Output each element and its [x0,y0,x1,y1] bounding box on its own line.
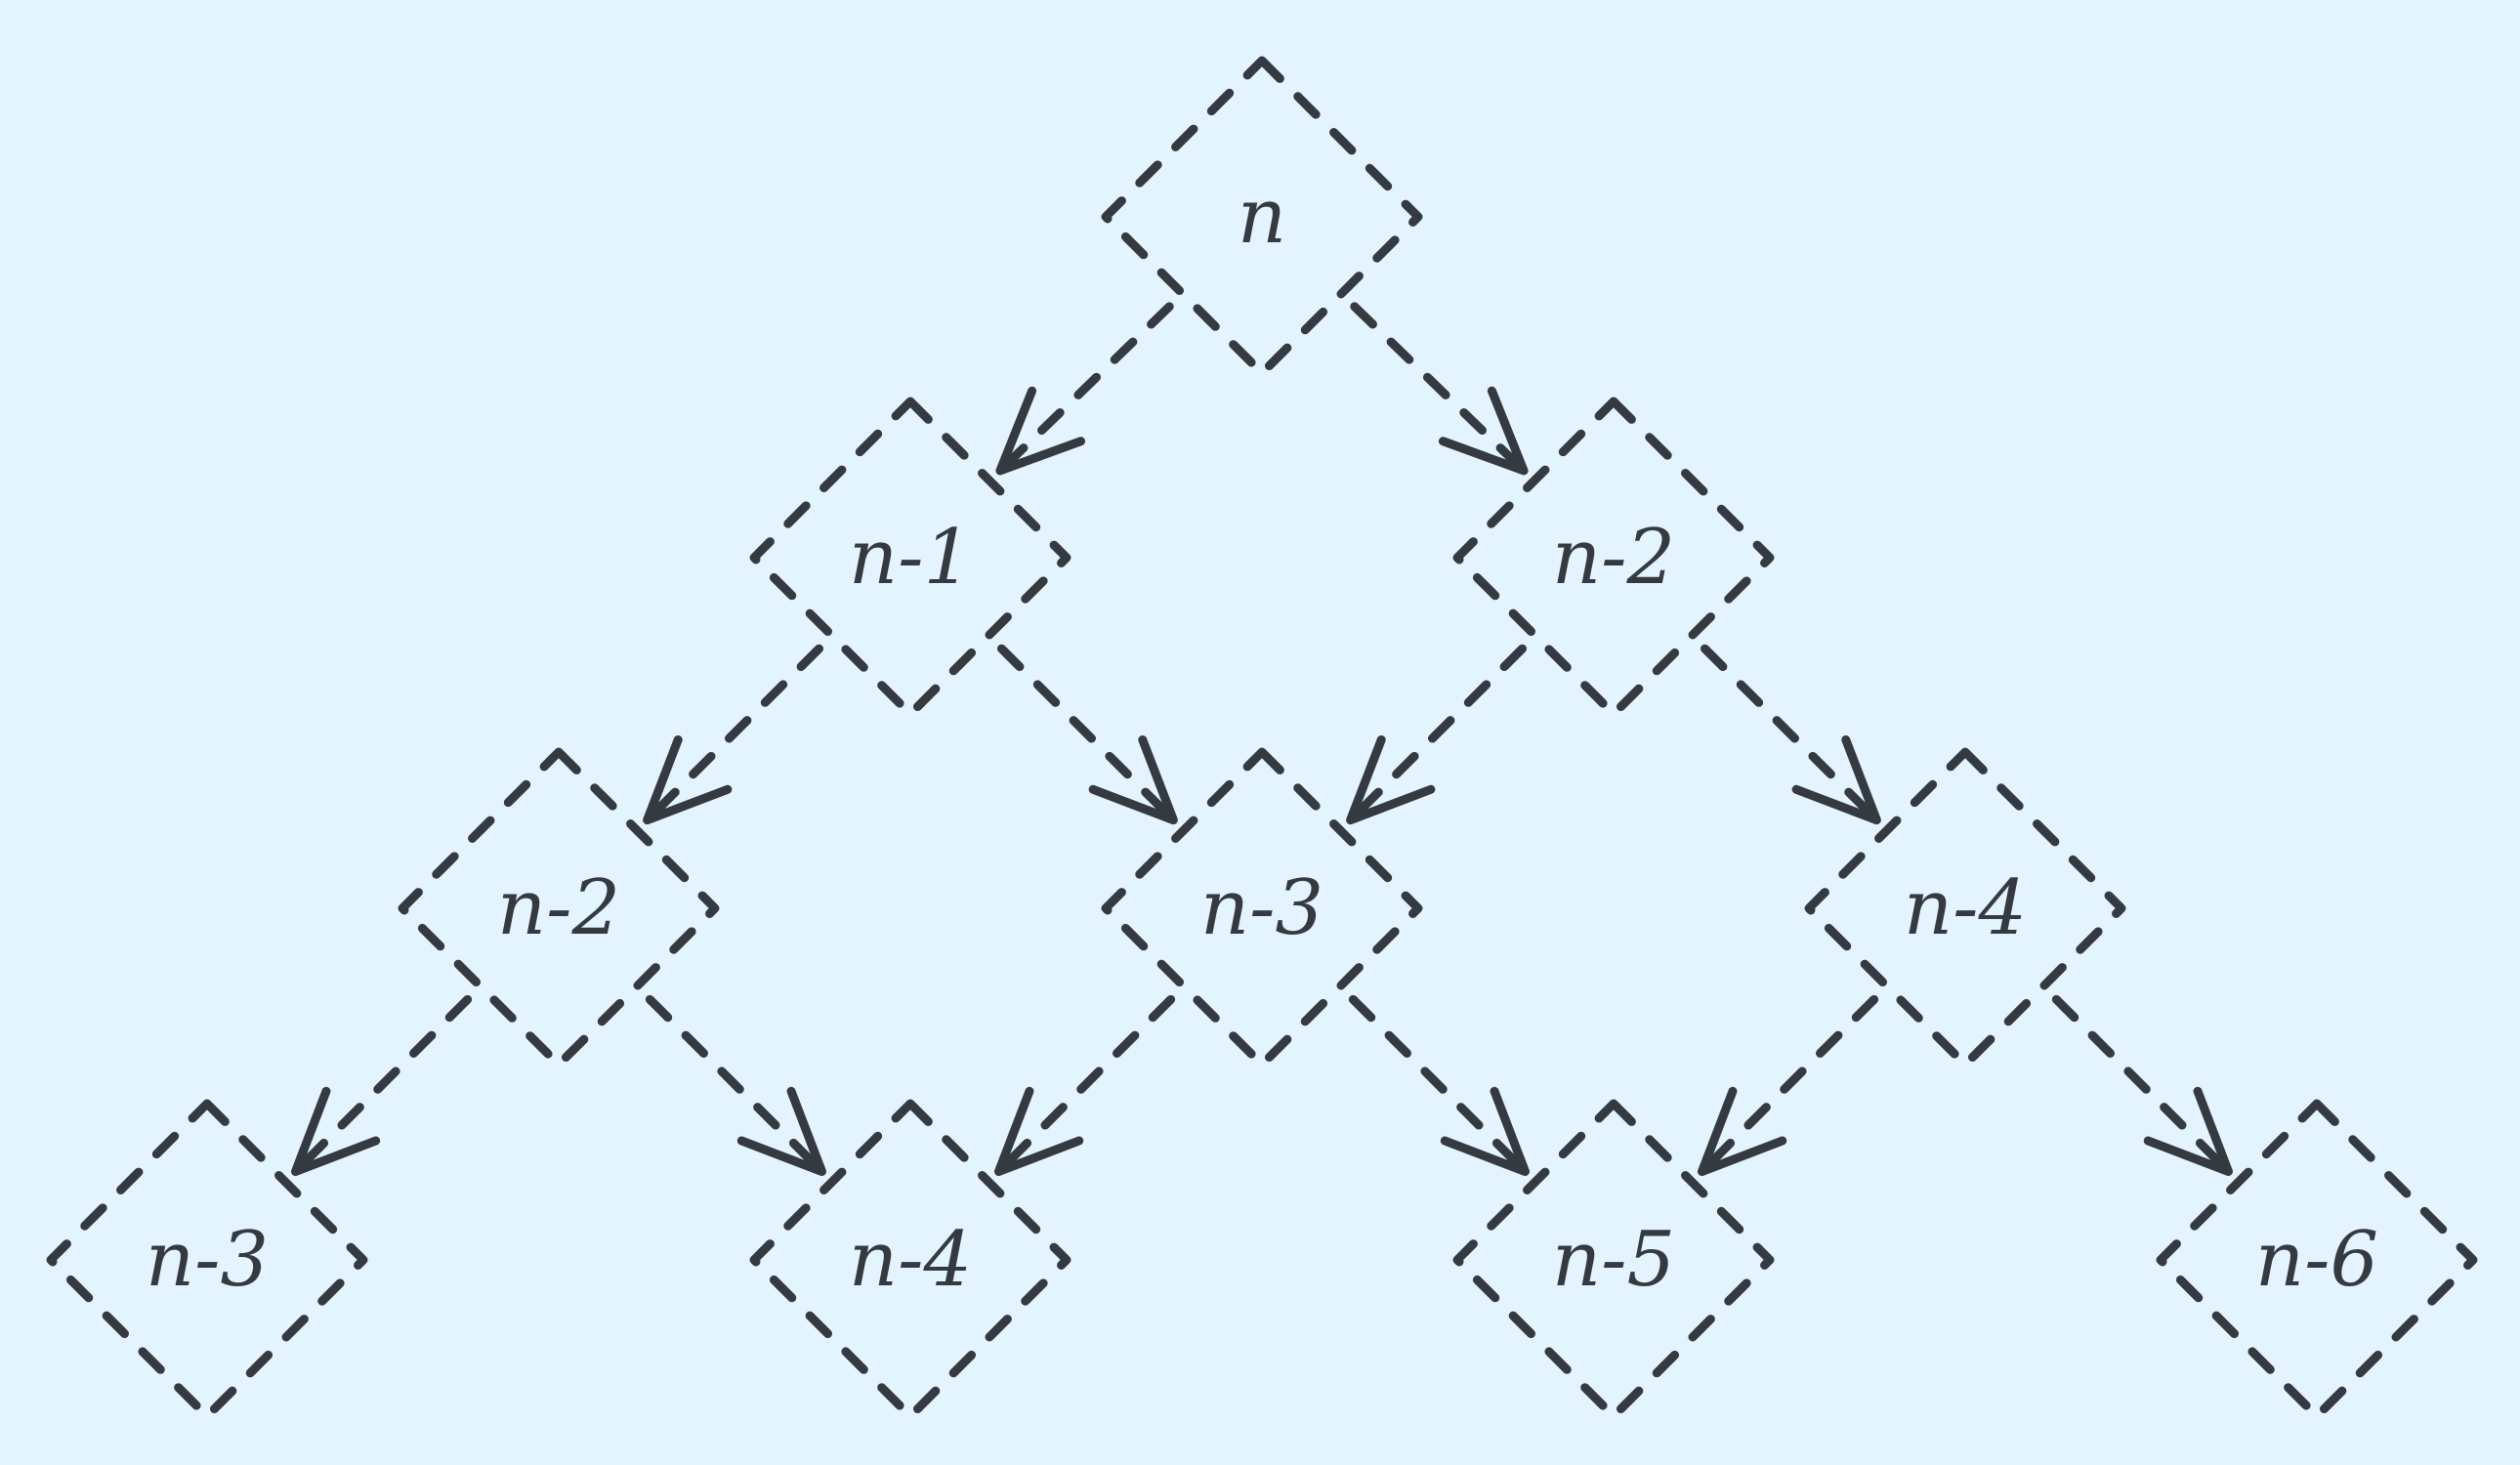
node-n5: n-4 [1804,747,2126,1069]
node-n3: n-2 [398,747,720,1069]
arrowhead [736,1086,826,1176]
nodes-layer: n n-1 n-2 n-2 n-3 n-4 n-3 n-4 n-5 n-6 [46,56,2478,1421]
diamond-shape [398,747,720,1069]
node-n6: n-3 [46,1099,368,1421]
edge-n5-n8 [1698,994,1879,1176]
edge-line [996,644,1178,825]
arrowhead [291,1086,381,1176]
edge-n3-n7 [645,994,826,1176]
edge-line [1698,994,1879,1176]
node-n0: n [1101,56,1423,378]
edge-n4-n7 [994,994,1176,1176]
diamond-shape [1452,1099,1775,1421]
diamond-shape [749,1099,1071,1421]
edge-n0-n2 [1350,302,1529,476]
edge-n2-n4 [1346,644,1528,825]
node-label: n-2 [497,864,620,952]
diamond-shape [1452,397,1775,719]
edge-line [645,994,826,1176]
node-label: n-4 [849,1216,972,1304]
arrowhead [2143,1086,2233,1176]
edge-line [1348,994,1530,1176]
diamond-shape [1101,56,1423,378]
edge-n1-n4 [996,644,1178,825]
diamond-shape [46,1099,368,1421]
node-n7: n-4 [749,1099,1071,1421]
node-label: n-3 [146,1216,269,1304]
arrowhead [994,1086,1084,1176]
diamond-shape [1804,747,2126,1069]
diamond-shape [1101,747,1423,1069]
diamond-shape [2156,1099,2478,1421]
edge-line [643,644,824,825]
arrowhead [1346,734,1436,825]
diamond-shape [749,397,1071,719]
node-n9: n-6 [2156,1099,2478,1421]
node-label: n-4 [1904,864,2027,952]
arrowhead [1438,386,1529,476]
node-n8: n-5 [1452,1099,1775,1421]
node-n4: n-3 [1101,747,1423,1069]
node-label: n [1238,173,1286,261]
node-label: n-3 [1200,864,1323,952]
edge-n3-n6 [291,994,473,1176]
arrowhead [1791,734,1881,825]
edge-line [994,994,1176,1176]
edge-line [1350,302,1529,476]
edge-n5-n9 [2051,994,2233,1176]
node-label: n-1 [849,514,972,602]
edge-n4-n8 [1348,994,1530,1176]
edge-n1-n3 [643,644,824,825]
arrowhead [643,734,733,825]
edge-n0-n1 [995,302,1174,476]
node-label: n-6 [2255,1216,2378,1304]
edges-layer [291,302,2233,1176]
node-n2: n-2 [1452,397,1775,719]
edge-line [291,994,473,1176]
node-label: n-2 [1552,514,1675,602]
edge-line [995,302,1174,476]
edge-line [2051,994,2233,1176]
arrowhead [995,386,1086,476]
node-n1: n-1 [749,397,1071,719]
edge-line [1346,644,1528,825]
arrowhead [1088,734,1178,825]
arrowhead [1698,1086,1787,1176]
arrowhead [1440,1086,1530,1176]
edge-n2-n5 [1700,644,1881,825]
edge-line [1700,644,1881,825]
node-label: n-5 [1552,1216,1675,1304]
